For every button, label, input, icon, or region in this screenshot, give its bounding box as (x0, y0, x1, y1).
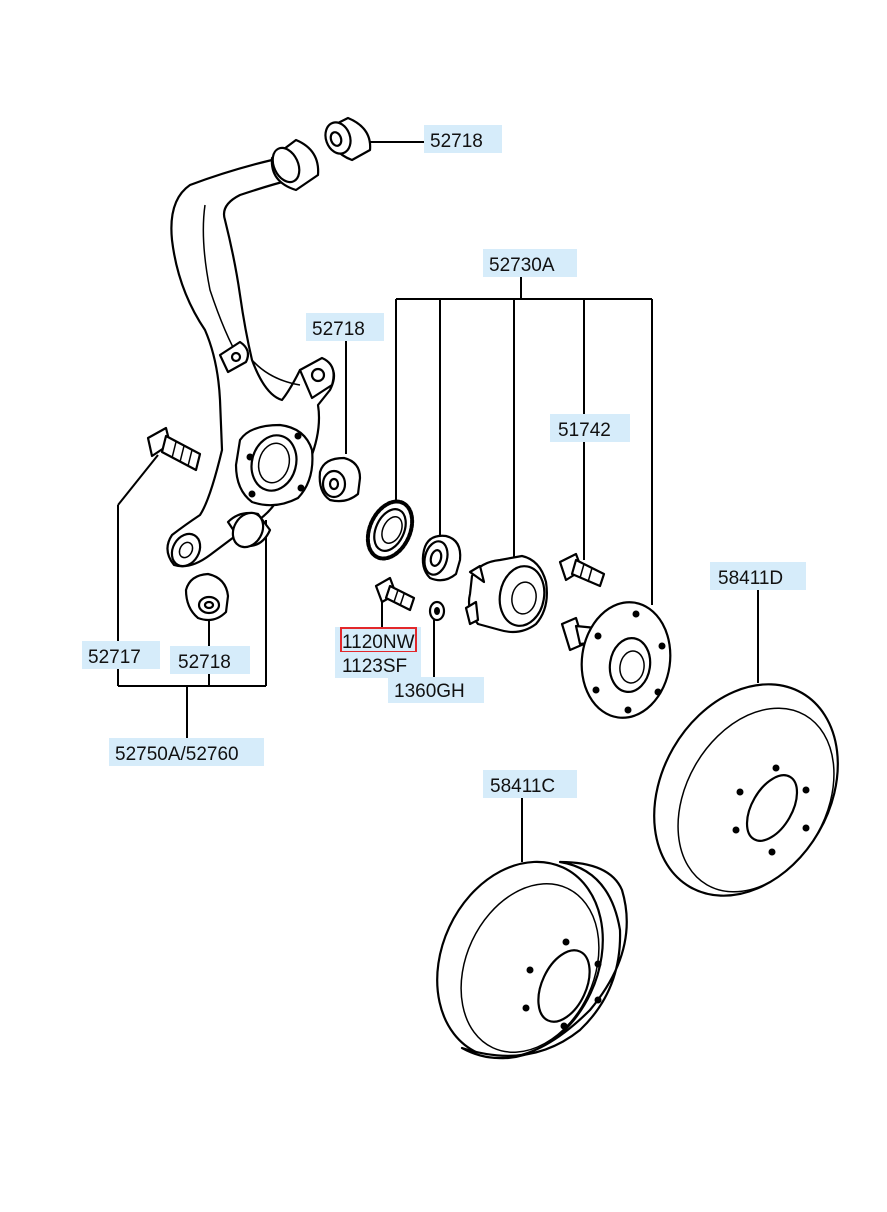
label-52750a-52760[interactable]: 52750A/52760 (109, 738, 264, 766)
hub-flange-part (464, 554, 548, 634)
disc-rotor-part (653, 683, 839, 897)
label-text: 52718 (178, 652, 231, 673)
label-text: 52730A (489, 255, 555, 276)
label-text: 52718 (312, 319, 365, 340)
tone-ring-part (365, 499, 415, 561)
label-1360gh[interactable]: 1360GH (388, 677, 484, 703)
label-text: 52718 (430, 131, 483, 152)
bushing-low-part (184, 572, 230, 622)
label-text: 51742 (558, 420, 611, 441)
bushing-mid-part (318, 456, 362, 503)
label-52730a[interactable]: 52730A (483, 249, 577, 277)
nut-1360gh-part (428, 600, 446, 622)
label-52718-mid[interactable]: 52718 (306, 313, 384, 341)
label-51742[interactable]: 51742 (550, 414, 630, 442)
axle-hub-part (560, 601, 672, 719)
label-58411d[interactable]: 58411D (710, 562, 806, 590)
hub-bolt-part (558, 552, 606, 588)
label-52718-top[interactable]: 52718 (424, 125, 502, 153)
label-52718-low[interactable]: 52718 (170, 646, 250, 674)
bearing-part (421, 534, 462, 582)
label-1120nw[interactable]: 1120NW (335, 627, 421, 655)
knuckle-part (166, 138, 336, 568)
brake-drum-part (436, 860, 628, 1060)
label-1123sf[interactable]: 1123SF (335, 652, 421, 678)
label-text: 58411D (718, 568, 783, 589)
bushing-top-part (324, 116, 372, 162)
bolt-1120nw-part (374, 576, 416, 612)
label-text: 1120NW (342, 632, 415, 653)
label-text: 1360GH (394, 681, 465, 702)
label-text: 1123SF (342, 656, 407, 677)
label-text: 52750A/52760 (115, 744, 239, 765)
stud-part (146, 426, 202, 472)
label-58411c[interactable]: 58411C (483, 770, 577, 798)
label-52717[interactable]: 52717 (82, 641, 160, 669)
label-text: 52717 (88, 647, 141, 668)
label-text: 58411C (490, 776, 555, 797)
